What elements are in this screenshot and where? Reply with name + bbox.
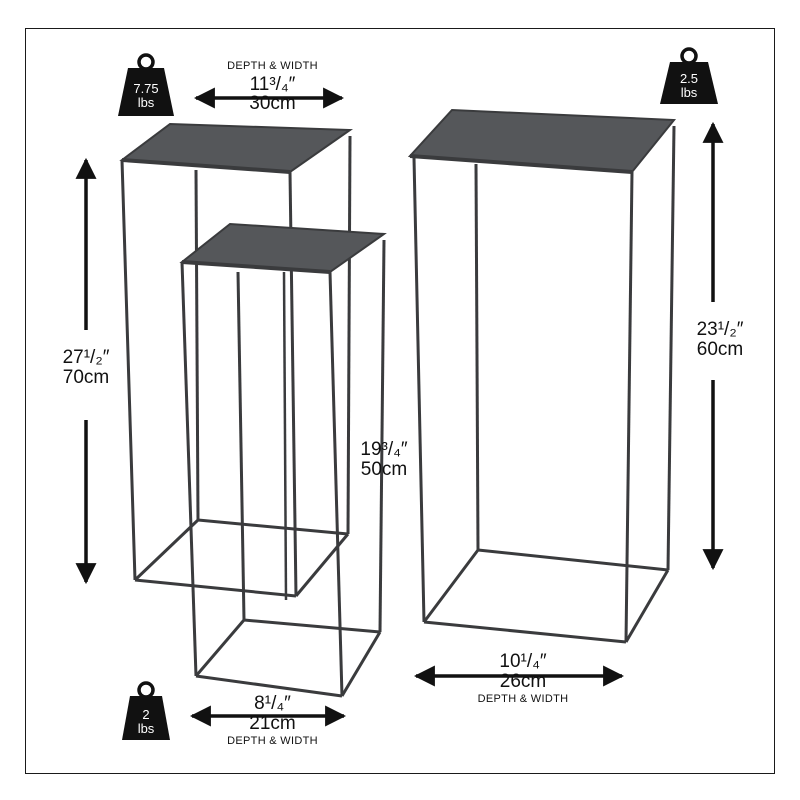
weight-value-large: 2.5 <box>679 71 699 86</box>
weight-value-medium: 7.75 <box>133 81 159 96</box>
image-frame <box>25 28 775 774</box>
small-stand <box>179 222 387 698</box>
small-height-dimension: 19³/₄″ 50cm <box>346 440 422 480</box>
weight-unit-medium: lbs <box>137 95 155 110</box>
medium-height-imperial: 27¹/₂″ <box>62 347 110 368</box>
weight-label-medium: 7.75 lbs <box>122 82 170 110</box>
large-width-dimension: 10¹/₄″ 26cm DEPTH & WIDTH <box>458 652 588 705</box>
medium-height-dimension: 27¹/₂″ 70cm <box>46 348 126 388</box>
large-height-metric: 60cm <box>696 338 744 360</box>
large-width-caption: DEPTH & WIDTH <box>477 692 569 705</box>
weight-label-large: 2.5 lbs <box>664 72 714 100</box>
medium-width-metric: 30cm <box>249 93 296 115</box>
small-width-caption: DEPTH & WIDTH <box>227 734 318 747</box>
weight-icon-large <box>660 47 718 104</box>
weight-unit-small: lbs <box>137 721 155 736</box>
weight-icon-small <box>122 681 170 740</box>
large-stand-top <box>407 108 677 174</box>
weight-value-small: 2 <box>142 707 150 722</box>
small-width-dimension: 8¹/₄″ 21cm DEPTH & WIDTH <box>210 694 335 747</box>
medium-width-caption: DEPTH & WIDTH <box>227 60 318 72</box>
medium-height-metric: 70cm <box>62 366 110 388</box>
large-height-imperial: 23¹/₂″ <box>696 319 744 340</box>
small-width-metric: 21cm <box>249 712 296 734</box>
medium-width-imperial: 11³/₄″ <box>249 73 296 95</box>
weight-icon-medium <box>118 53 174 116</box>
large-height-dimension: 23¹/₂″ 60cm <box>680 320 760 360</box>
weight-unit-large: lbs <box>680 85 698 100</box>
large-stand <box>407 108 677 644</box>
large-width-metric: 26cm <box>499 670 547 692</box>
small-height-metric: 50cm <box>360 458 408 480</box>
weight-label-small: 2 lbs <box>124 708 168 736</box>
large-width-imperial: 10¹/₄″ <box>499 651 547 672</box>
medium-stand-top <box>119 122 354 174</box>
medium-stand <box>119 122 354 598</box>
small-height-imperial: 19³/₄″ <box>360 439 408 460</box>
medium-width-dimension: DEPTH & WIDTH 11³/₄″ 30cm <box>210 60 335 115</box>
small-width-imperial: 8¹/₄″ <box>254 693 291 714</box>
